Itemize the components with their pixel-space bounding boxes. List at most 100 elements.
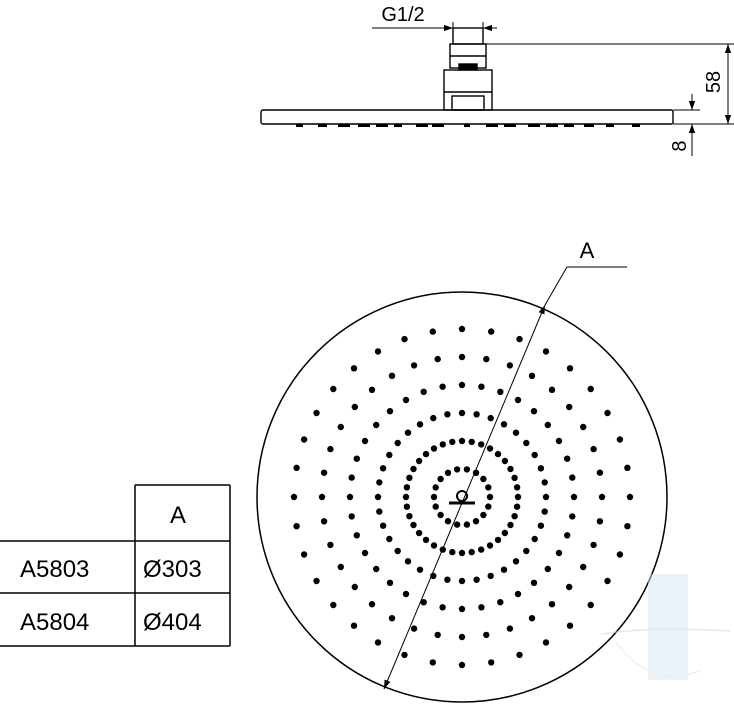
nozzle-dot — [478, 441, 485, 448]
nozzle-dot — [415, 457, 423, 465]
nozzle-dot — [624, 464, 631, 471]
nozzle-dot — [416, 421, 424, 428]
nozzle-dot — [373, 421, 380, 429]
nozzle-dot — [494, 536, 502, 544]
nozzle-dot — [348, 474, 355, 481]
nozzle-dot — [541, 479, 548, 486]
nozzle-dot — [350, 622, 358, 629]
nozzle-dot — [580, 563, 587, 571]
nozzle-dot — [494, 450, 502, 458]
nozzle-dot — [472, 518, 480, 525]
nozzle-dot — [548, 601, 556, 608]
nozzle-dot — [404, 429, 412, 436]
nozzle-dot — [386, 408, 394, 415]
nozzle-dot — [386, 451, 393, 459]
nozzle-dot — [402, 590, 410, 598]
nozzle-dot — [410, 625, 418, 632]
nozzle-dot — [458, 633, 466, 641]
nozzle-dot — [596, 469, 604, 476]
nozzle-dot — [394, 547, 401, 555]
center-mount — [449, 490, 475, 505]
nozzle-dot — [511, 513, 518, 520]
table-row-model: A5803 — [20, 556, 89, 583]
nozzle-dot — [548, 386, 556, 393]
nozzle-dot — [483, 631, 490, 639]
nozzle-dot — [513, 484, 521, 491]
shower-plate-profile — [260, 109, 674, 125]
nozzle-dot — [374, 493, 382, 501]
nozzle-dot — [361, 549, 369, 557]
nozzle-dot — [376, 479, 383, 486]
nozzle-dot — [486, 542, 494, 549]
nozzle-dot — [410, 465, 417, 473]
nozzle-dot — [401, 651, 408, 659]
nozzle-dot — [361, 437, 369, 445]
nozzle-dot — [429, 328, 436, 335]
nozzle-dot — [541, 508, 548, 515]
nozzle-dot — [542, 639, 550, 646]
nozzle-dot — [488, 328, 495, 335]
table-row-diameter: Ø303 — [143, 556, 202, 583]
nozzle-dot — [313, 409, 320, 417]
nozzle-dot — [420, 388, 427, 395]
nozzle-dot — [353, 532, 360, 539]
nozzle-dot — [537, 522, 545, 529]
nozzle-dot — [458, 605, 466, 613]
nozzle-dot — [564, 532, 571, 539]
nozzle-dot — [480, 475, 487, 483]
nozzle-dot — [430, 445, 438, 452]
nozzle-dot — [487, 414, 494, 422]
nozzle-dot — [320, 469, 328, 476]
nozzle-row — [296, 124, 640, 127]
nozzle-dot — [514, 396, 522, 404]
nozzle-dot — [512, 429, 520, 436]
swivel-collar — [451, 95, 485, 111]
nozzle-dot — [300, 551, 308, 558]
nozzle-dot — [422, 450, 430, 458]
nozzle-dot — [530, 408, 538, 415]
nozzle-dot — [300, 436, 308, 443]
nozzle-dot — [506, 625, 514, 632]
nozzle-dot — [523, 547, 530, 555]
nozzle-dot — [444, 576, 451, 583]
nozzle-dot — [511, 474, 518, 481]
nozzle-dot — [351, 403, 358, 411]
nozzle-dot — [480, 511, 487, 519]
nozzle-dot — [598, 493, 606, 501]
nozzle-dot — [555, 437, 563, 445]
top-view — [256, 266, 668, 703]
nozzle-dot — [374, 348, 382, 355]
nozzle-dot — [379, 465, 387, 472]
thread-connector — [452, 27, 484, 45]
nozzle-dot — [531, 535, 538, 543]
nozzle-dot — [439, 383, 446, 390]
nozzle-dot — [453, 466, 461, 473]
nozzle-dot — [566, 403, 573, 411]
nozzle-dot — [555, 549, 563, 557]
nozzle-dot — [486, 445, 494, 452]
nozzle-dot — [379, 522, 387, 529]
nozzle-dot — [523, 439, 530, 447]
nozzle-dot — [624, 523, 631, 530]
nut-notch — [458, 63, 478, 71]
nozzle-dot — [587, 385, 594, 393]
nozzle-dot — [458, 549, 466, 557]
nozzle-dot — [458, 437, 466, 445]
nozzle-dot — [330, 601, 337, 609]
nozzle-dot — [293, 464, 300, 471]
nozzle-dot — [376, 508, 383, 515]
nozzle-dot — [401, 335, 408, 343]
nozzle-dot — [416, 566, 424, 573]
nozzle-dot — [530, 579, 538, 586]
thread-size-label: G1/2 — [381, 4, 424, 26]
nozzle-dot — [604, 577, 611, 585]
nozzle-dot — [626, 493, 634, 501]
height-dimension-label: 58 — [703, 71, 725, 93]
nozzle-dot — [434, 355, 441, 363]
nozzle-dot — [290, 493, 298, 501]
nozzle-dot — [497, 599, 504, 606]
nozzle-dot — [386, 579, 394, 586]
nozzle-dot — [458, 353, 466, 361]
nozzle-dot — [373, 565, 380, 573]
nozzle-dot — [487, 572, 494, 580]
